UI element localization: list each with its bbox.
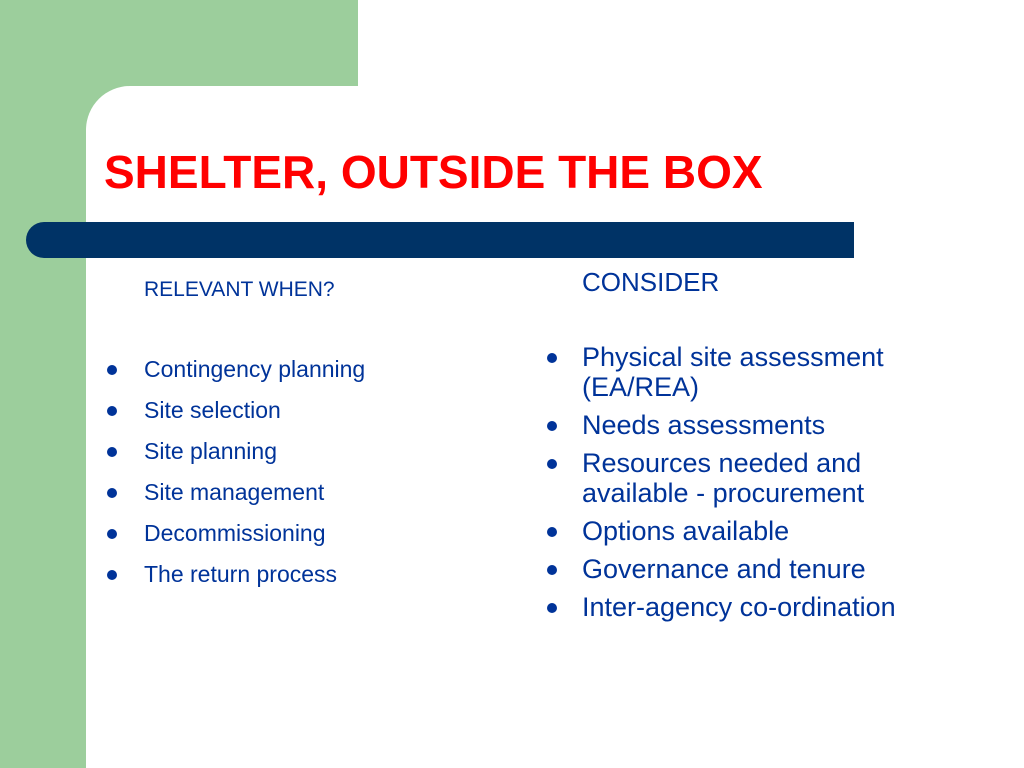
bullet-icon	[107, 406, 117, 416]
bullet-icon	[107, 529, 117, 539]
bullet-icon	[547, 459, 557, 469]
list-item-label: Inter-agency co-ordination	[582, 592, 896, 622]
list-item-label: Options available	[582, 516, 790, 546]
list-item-label: The return process	[144, 561, 338, 587]
list-item-label: Decommissioning	[144, 520, 326, 546]
bullet-icon	[547, 353, 557, 363]
bullet-icon	[107, 447, 117, 457]
list-item: Site management	[104, 478, 444, 507]
list-item: Site planning	[104, 437, 444, 466]
list-item: The return process	[104, 560, 444, 589]
bullet-icon	[547, 421, 557, 431]
left-column-heading: RELEVANT WHEN?	[144, 278, 335, 301]
list-item: Governance and tenure	[544, 554, 964, 584]
list-item: Decommissioning	[104, 519, 444, 548]
bullet-icon	[107, 365, 117, 375]
list-item-label: Site management	[144, 479, 325, 505]
bullet-icon	[107, 570, 117, 580]
list-item: Site selection	[104, 396, 444, 425]
list-item: Contingency planning	[104, 355, 444, 384]
bullet-icon	[107, 488, 117, 498]
list-item-label: Governance and tenure	[582, 554, 866, 584]
list-item-label: Physical site assessment (EA/REA)	[582, 342, 884, 402]
consider-list: Physical site assessment (EA/REA) Needs …	[544, 342, 964, 630]
bullet-icon	[547, 527, 557, 537]
list-item: Options available	[544, 516, 964, 546]
list-item-label: Site selection	[144, 397, 281, 423]
list-item-label: Resources needed and available - procure…	[582, 448, 865, 508]
list-item-label: Contingency planning	[144, 356, 366, 382]
bullet-icon	[547, 565, 557, 575]
list-item: Needs assessments	[544, 410, 964, 440]
list-item-label: Needs assessments	[582, 410, 826, 440]
list-item-label: Site planning	[144, 438, 277, 464]
relevant-when-list: Contingency planning Site selection Site…	[104, 355, 444, 601]
title-divider-bar	[26, 222, 854, 258]
list-item: Inter-agency co-ordination	[544, 592, 964, 622]
right-column-heading: CONSIDER	[582, 267, 720, 297]
list-item: Resources needed and available - procure…	[544, 448, 964, 508]
list-item: Physical site assessment (EA/REA)	[544, 342, 964, 402]
bullet-icon	[547, 603, 557, 613]
slide-title: SHELTER, OUTSIDE THE BOX	[104, 146, 763, 198]
